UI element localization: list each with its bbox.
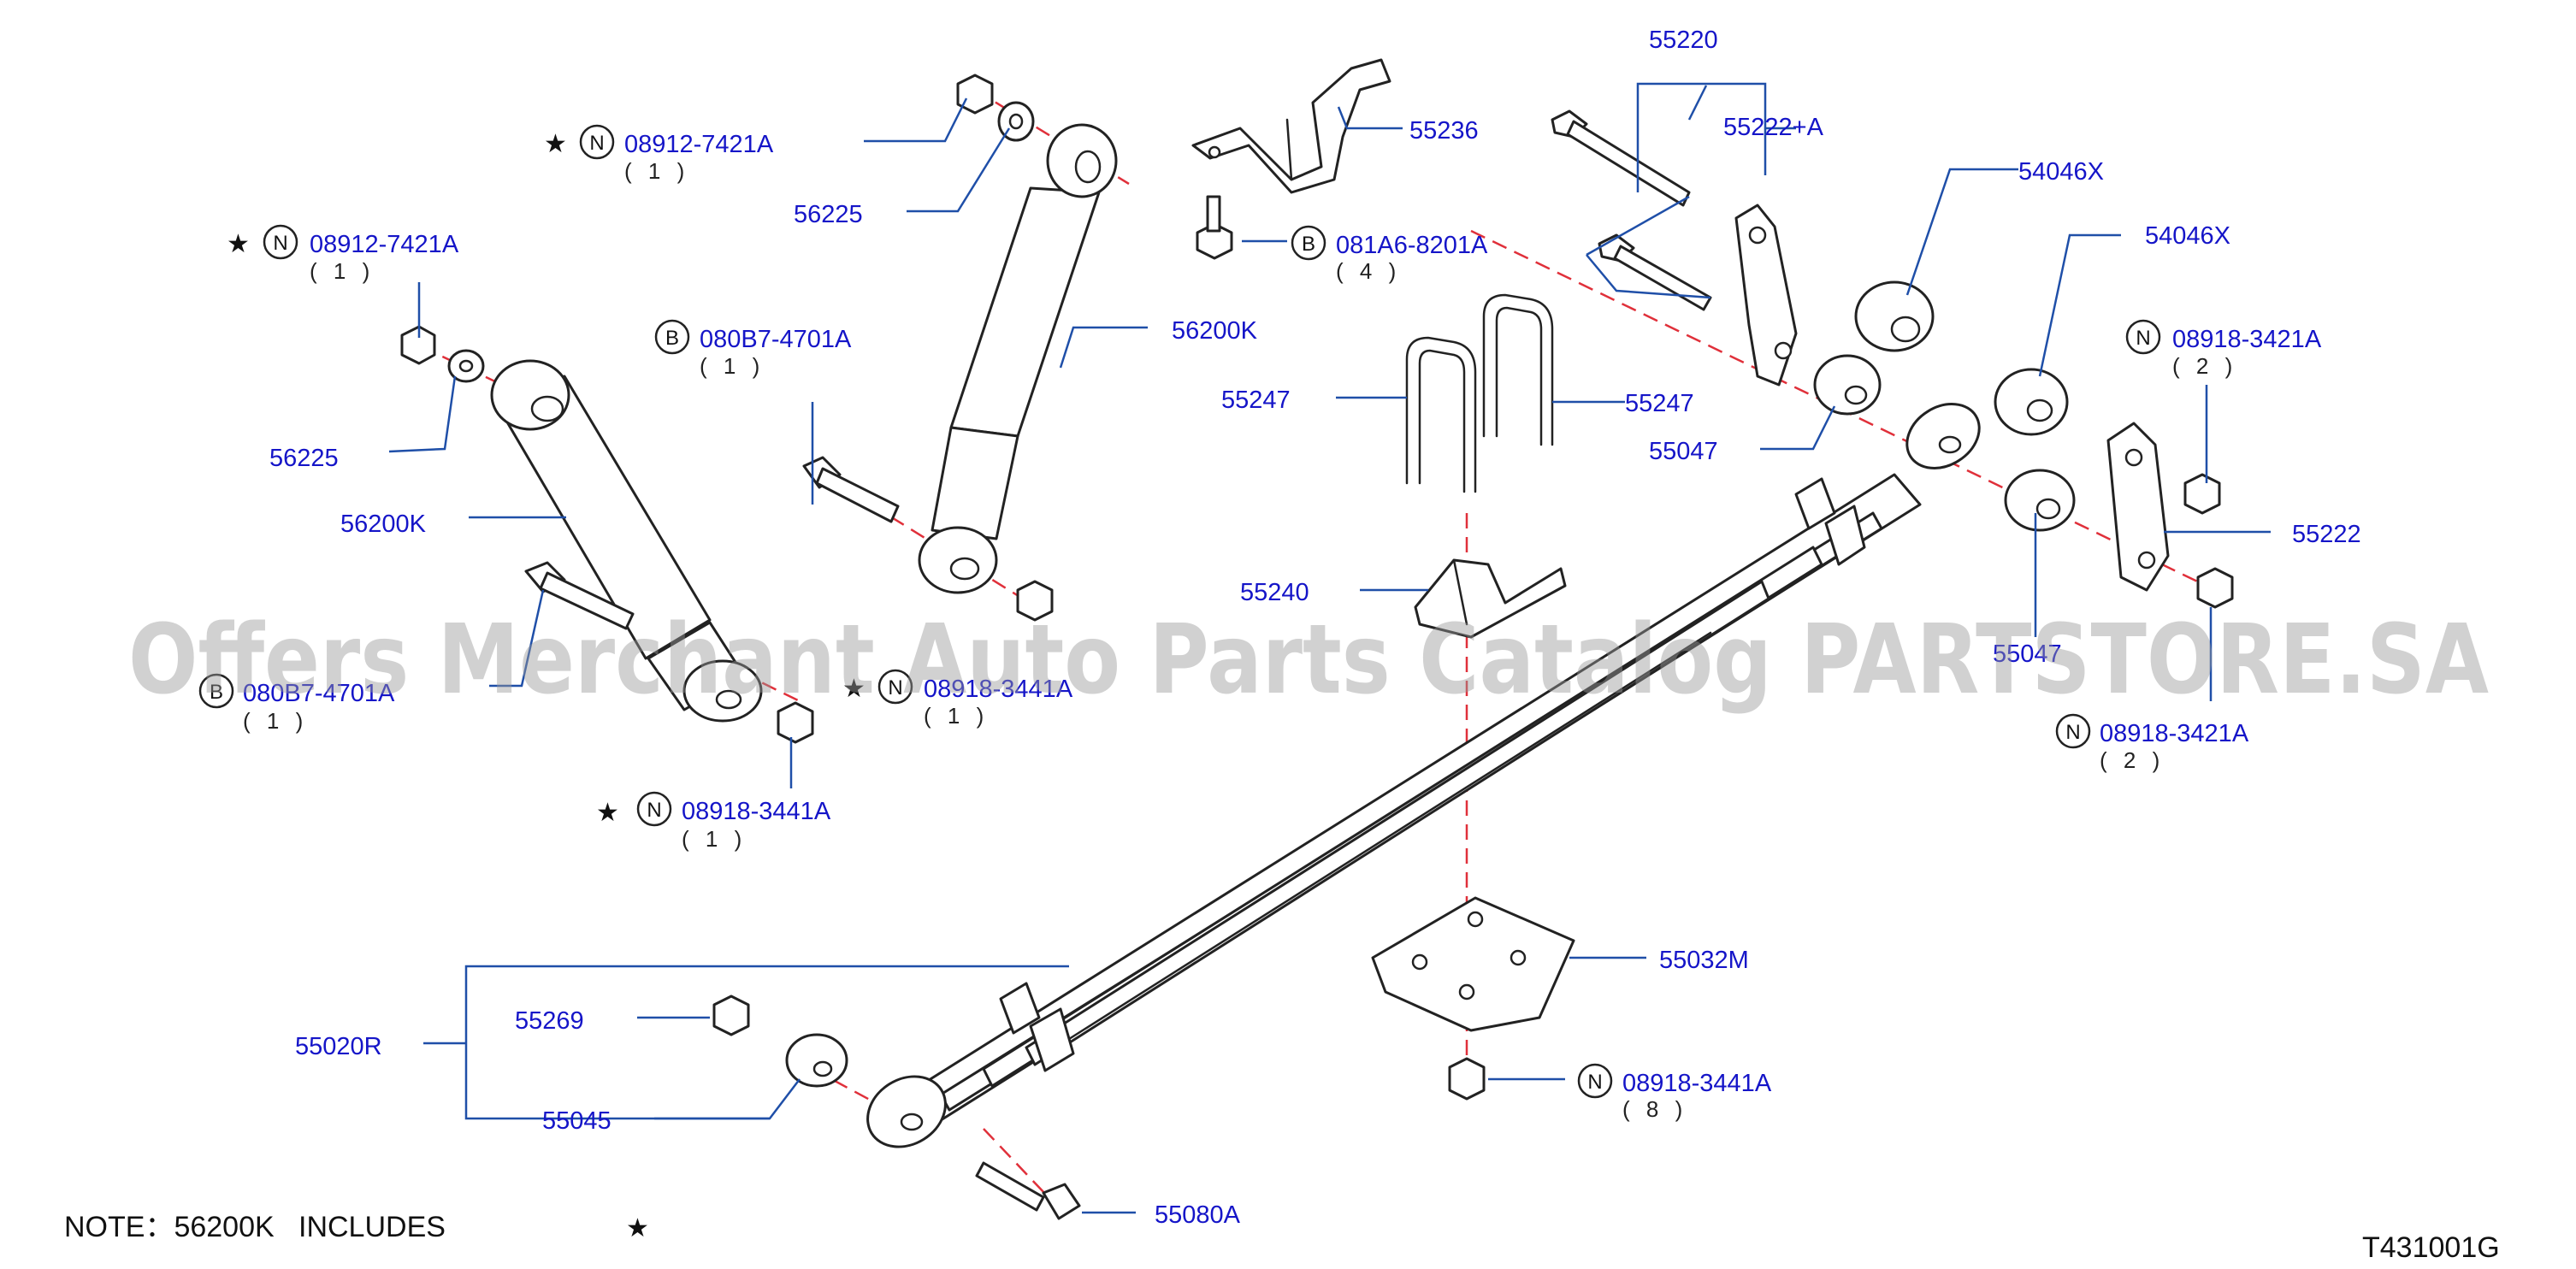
label-54046X-upper[interactable]: 54046X: [2018, 158, 2104, 186]
nut-left-top[interactable]: [400, 325, 485, 383]
u-bolt-front[interactable]: [1405, 336, 1477, 493]
prefix-badge: N: [888, 676, 902, 699]
nut-right-top[interactable]: [956, 74, 1035, 142]
part-number[interactable]: 08918-3421A: [2100, 720, 2249, 747]
prefix-badge: N: [647, 799, 661, 822]
quantity: ( 1 ): [310, 258, 375, 284]
label-55045[interactable]: 55045: [542, 1107, 612, 1135]
quantity: ( 1 ): [700, 353, 765, 379]
part-number[interactable]: 080B7-4701A: [700, 326, 852, 353]
shock-absorber-left[interactable]: [490, 359, 763, 723]
nut-shackle-top[interactable]: [2183, 473, 2221, 515]
label-55247-right[interactable]: 55247: [1625, 390, 1694, 417]
bolt-55080A[interactable]: [975, 1161, 1081, 1220]
callout-08912-7421A-left[interactable]: ★ N 08912-7421A ( 1 ): [227, 224, 459, 284]
bolt-right[interactable]: [802, 456, 900, 523]
bushing-55047-a[interactable]: [1813, 354, 1882, 416]
label-55240[interactable]: 55240: [1240, 579, 1309, 606]
shackle-plate-outer[interactable]: [2106, 422, 2170, 592]
shackle-bolts-55220[interactable]: [1551, 109, 1712, 311]
watermark: Offers Merchant Auto Parts Catalog PARTS…: [128, 605, 2489, 716]
callout-08918-3441A-lower[interactable]: ★ N 08918-3441A ( 1 ): [596, 791, 831, 852]
part-number[interactable]: 08918-3441A: [682, 798, 831, 825]
quantity: ( 4 ): [1336, 258, 1401, 284]
label-55222[interactable]: 55222: [2292, 521, 2361, 548]
spring-seat[interactable]: [1371, 896, 1575, 1032]
nut-55269[interactable]: [712, 995, 750, 1036]
prefix-badge: N: [2065, 721, 2080, 744]
part-number[interactable]: 08918-3441A: [1622, 1070, 1772, 1097]
callout-08918-3421A-lower[interactable]: N 08918-3421A ( 2 ): [2055, 713, 2249, 773]
star-marker: ★: [544, 129, 567, 159]
quantity: ( 2 ): [2172, 353, 2237, 379]
bushing-54046X-a[interactable]: [1854, 280, 1935, 352]
label-56200K-right[interactable]: 56200K: [1172, 317, 1258, 345]
prefix-badge: N: [1587, 1071, 1602, 1094]
quantity: ( 1 ): [682, 826, 747, 852]
shackle-plate-inner[interactable]: [1734, 204, 1798, 387]
bushing-55047-b[interactable]: [2004, 469, 2076, 532]
bolt-left[interactable]: [524, 561, 635, 630]
quantity: ( 1 ): [624, 158, 689, 184]
star-marker: ★: [596, 798, 619, 828]
nut-left-bottom[interactable]: [777, 701, 814, 744]
label-55047-upper[interactable]: 55047: [1649, 438, 1718, 465]
prefix-badge: N: [2136, 327, 2150, 350]
nut-shackle-bottom[interactable]: [2196, 567, 2234, 609]
callout-081A6-8201A[interactable]: B 081A6-8201A ( 4 ): [1291, 225, 1488, 284]
callout-08918-3441A-middle[interactable]: ★ N 08918-3441A ( 1 ): [842, 669, 1073, 729]
bracket-55236[interactable]: [1191, 58, 1391, 194]
label-54046X-lower[interactable]: 54046X: [2145, 222, 2230, 250]
nut-spring-seat[interactable]: [1448, 1057, 1486, 1101]
quantity: ( 1 ): [924, 703, 989, 729]
label-55220[interactable]: 55220: [1649, 27, 1718, 54]
label-55236[interactable]: 55236: [1409, 117, 1479, 145]
quantity: ( 8 ): [1622, 1096, 1687, 1122]
note-star: ★: [626, 1213, 649, 1243]
note-text: NOTE：56200K INCLUDES: [64, 1211, 446, 1243]
bushing-55045[interactable]: [785, 1033, 848, 1088]
label-56225-left[interactable]: 56225: [269, 445, 339, 472]
part-number[interactable]: 080B7-4701A: [243, 680, 395, 707]
diagram-id: T431001G: [2362, 1231, 2500, 1264]
bushing-54046X-b[interactable]: [1994, 368, 2069, 436]
u-bolt-rear[interactable]: [1482, 293, 1554, 446]
bump-stopper[interactable]: [1414, 558, 1567, 639]
bolt-081A6[interactable]: [1196, 195, 1233, 260]
prefix-badge: B: [1302, 233, 1315, 256]
shock-absorber-right[interactable]: [918, 123, 1118, 594]
star-marker: ★: [227, 229, 250, 259]
label-55222-plus-A[interactable]: 55222+A: [1723, 114, 1824, 141]
leader-lines: [388, 82, 2271, 1214]
leaf-spring[interactable]: [854, 391, 1991, 1160]
label-55047-lower[interactable]: 55047: [1993, 640, 2062, 668]
prefix-badge: B: [210, 681, 223, 704]
part-number[interactable]: 08912-7421A: [624, 131, 774, 158]
label-55247-left[interactable]: 55247: [1221, 387, 1291, 414]
star-marker: ★: [842, 674, 866, 704]
label-55032M[interactable]: 55032M: [1659, 947, 1749, 974]
label-56225-right[interactable]: 56225: [794, 201, 863, 228]
label-55020R[interactable]: 55020R: [295, 1033, 382, 1060]
callout-08912-7421A-right[interactable]: ★ N 08912-7421A ( 1 ): [544, 124, 774, 184]
prefix-badge: B: [665, 327, 679, 350]
label-55269[interactable]: 55269: [515, 1007, 584, 1035]
part-number[interactable]: 08918-3421A: [2172, 326, 2322, 353]
part-number[interactable]: 081A6-8201A: [1336, 232, 1488, 259]
callout-080B7-4701A-right[interactable]: B 080B7-4701A ( 1 ): [654, 319, 852, 379]
prefix-badge: N: [589, 132, 604, 155]
nut-right-bottom[interactable]: [1016, 580, 1054, 622]
callout-08918-3441A-seat[interactable]: N 08918-3441A ( 8 ): [1577, 1063, 1772, 1122]
quantity: ( 2 ): [2100, 747, 2165, 773]
prefix-badge: N: [273, 232, 287, 255]
part-number[interactable]: 08912-7421A: [310, 231, 459, 258]
callout-080B7-4701A-left[interactable]: B 080B7-4701A ( 1 ): [198, 673, 395, 734]
quantity: ( 1 ): [243, 708, 308, 734]
label-55080A[interactable]: 55080A: [1155, 1201, 1241, 1229]
label-56200K-left[interactable]: 56200K: [340, 511, 427, 538]
part-number[interactable]: 08918-3441A: [924, 676, 1073, 703]
callout-08918-3421A-upper[interactable]: N 08918-3421A ( 2 ): [2125, 319, 2322, 379]
